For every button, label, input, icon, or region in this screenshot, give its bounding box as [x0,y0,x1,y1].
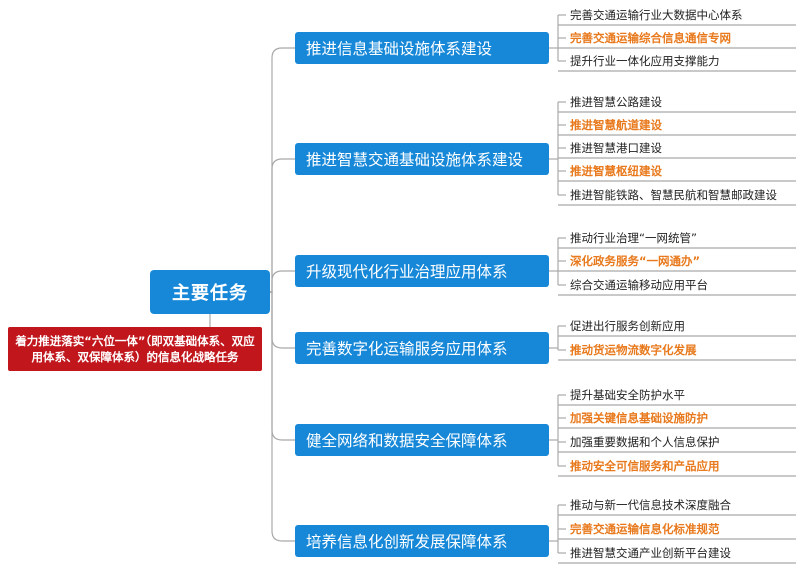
trunk-connector-1 [270,47,295,293]
leaf-item-2-3: 推进智慧港口建设 [570,141,662,155]
strategy-note: 着力推进落实“六位一体”（即双基础体系、双应用体系、双保障体系）的信息化战略任务 [8,327,262,371]
leaf-item-1-1: 完善交通运输行业大数据中心体系 [570,8,743,22]
branch-node-3: 升级现代化行业治理应用体系 [295,255,549,287]
trunk-connector-2 [270,158,295,293]
leaf-item-4-2: 推动货运物流数字化发展 [570,343,697,357]
leaf-item-5-4: 推动安全可信服务和产品应用 [570,459,720,473]
trunk-connector-6 [270,291,295,542]
leaf-item-5-3: 加强重要数据和个人信息保护 [570,435,720,449]
leaf-item-4-1: 促进出行服务创新应用 [570,319,685,333]
leaf-item-3-2: 深化政务服务“一网通办” [570,254,701,268]
branch-node-4: 完善数字化运输服务应用体系 [295,332,549,364]
leaf-item-3-1: 推动行业治理“一网统管” [570,231,697,245]
leaf-item-2-2: 推进智慧航道建设 [570,118,662,132]
branch-node-5: 健全网络和数据安全保障体系 [295,424,549,456]
branch-node-2: 推进智慧交通基础设施体系建设 [295,143,549,175]
leaf-item-1-2: 完善交通运输综合信息通信专网 [570,31,731,45]
leaf-item-2-1: 推进智慧公路建设 [570,95,662,109]
leaf-item-2-5: 推进智能铁路、智慧民航和智慧邮政建设 [570,188,777,202]
branch-node-1: 推进信息基础设施体系建设 [295,32,549,64]
trunk-connector-4 [270,291,295,349]
leaf-item-5-1: 提升基础安全防护水平 [570,388,685,402]
trunk-connector-3 [270,270,295,293]
leaf-item-2-4: 推进智慧枢纽建设 [570,164,662,178]
branch-node-6: 培养信息化创新发展保障体系 [295,525,549,557]
leaf-item-5-2: 加强关键信息基础设施防护 [570,411,708,425]
leaf-item-6-1: 推动与新一代信息技术深度融合 [570,498,731,512]
trunk-connector-5 [270,291,295,441]
leaf-item-6-3: 推进智慧交通产业创新平台建设 [570,546,731,560]
leaf-item-3-3: 综合交通运输移动应用平台 [570,278,708,292]
leaf-item-6-2: 完善交通运输信息化标准规范 [570,522,720,536]
leaf-item-1-3: 提升行业一体化应用支撑能力 [570,54,720,68]
root-node: 主要任务 [150,270,270,314]
